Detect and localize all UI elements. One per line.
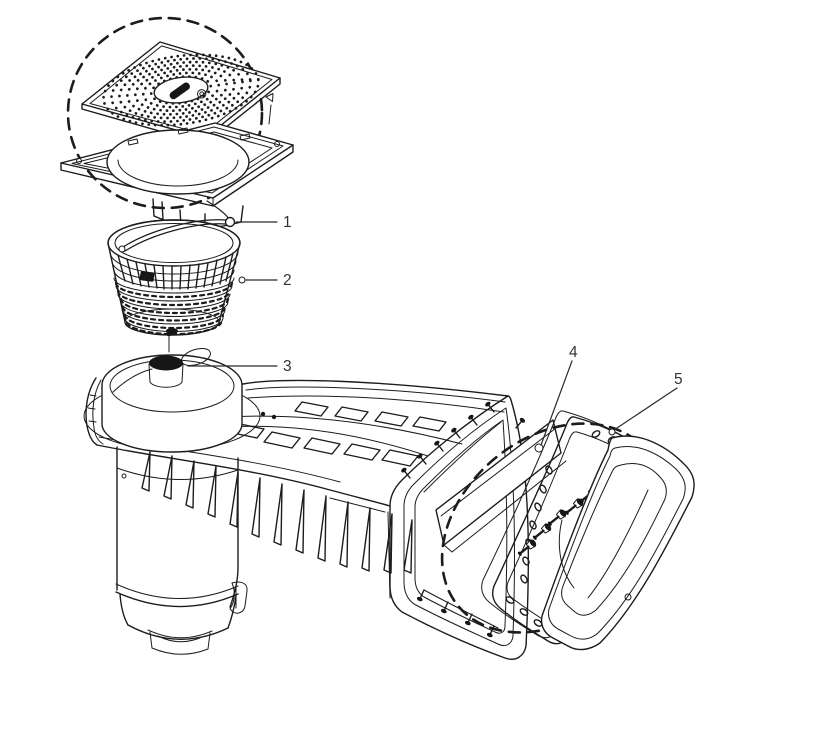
skimmer-body	[83, 331, 530, 668]
leader-endpoint-5	[608, 428, 616, 436]
lid-perforation-dots	[102, 53, 260, 127]
body-flange	[85, 377, 104, 446]
collar-opening	[106, 129, 250, 195]
deck-collar-frame	[60, 122, 294, 207]
faceplate-screw	[532, 523, 552, 540]
faceplate-screw	[517, 539, 537, 556]
faceplate-screw	[547, 509, 567, 526]
callout-3: 3	[187, 358, 292, 375]
basket-retainer-wire	[206, 200, 230, 220]
skimmer-basket	[107, 216, 246, 336]
callout-number-4: 4	[569, 344, 578, 361]
basket-ribs	[113, 277, 235, 336]
callout-number-3: 3	[283, 358, 292, 375]
perforated-lid-cover	[81, 41, 281, 145]
body-fins	[141, 451, 413, 574]
basket-clip	[139, 271, 155, 282]
sump-side-lug	[229, 581, 248, 614]
faceplate-screw	[564, 498, 584, 515]
callout-2: 2	[245, 272, 292, 289]
basket-handle	[118, 216, 236, 253]
lid-mounting-screw	[265, 93, 274, 125]
callout-4: 4	[540, 344, 578, 446]
callout-1: 1	[235, 214, 292, 231]
callout-5: 5	[608, 371, 683, 436]
lid-screw-hole	[196, 89, 207, 99]
brand-logo-mark	[169, 82, 190, 100]
body-cylinder	[101, 354, 243, 453]
faceplate-frame	[540, 435, 695, 651]
callout-number-5: 5	[674, 371, 683, 388]
basket-handle-knob	[224, 216, 236, 228]
leader-line-4	[540, 360, 573, 446]
leader-line-5	[613, 387, 678, 431]
basket-rim-lug	[238, 276, 246, 284]
lid-detail-boundary-dashed-ellipse	[66, 16, 264, 210]
callout-number-1: 1	[283, 214, 292, 231]
callout-number-2: 2	[283, 272, 292, 289]
basket-mesh	[117, 252, 234, 290]
body-sump	[115, 446, 248, 655]
vacuum-port-plug	[148, 331, 211, 388]
faceplate-gasket-sheet	[435, 419, 567, 553]
sump-drain	[147, 629, 213, 655]
